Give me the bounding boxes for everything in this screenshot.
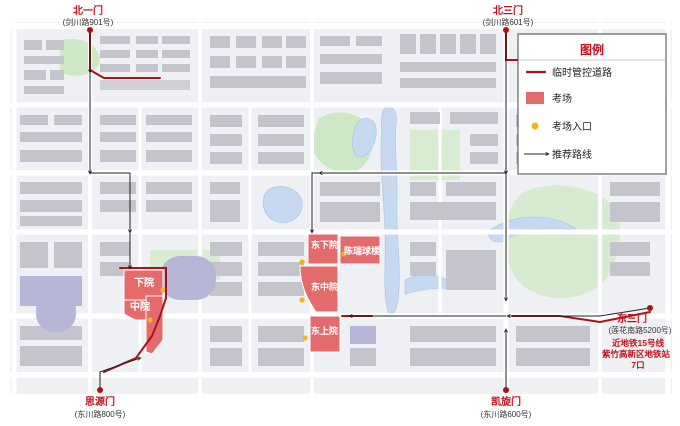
legend-item-control-road: 临时管控道路 <box>552 66 612 79</box>
gate-markers <box>87 27 653 393</box>
exam-label-chenruiqiu: 陈瑞球楼 <box>344 245 380 256</box>
exam-label-dongshangyuan: 东上院 <box>311 325 338 336</box>
gate-kaixuan-address: (东川路600号) <box>481 409 532 419</box>
gate-north3-address: (剑川路601号) <box>483 17 534 27</box>
exam-labels: 下院 中院 东下院 东中院 东上院 陈瑞球楼 <box>130 239 380 336</box>
buildings <box>20 34 660 366</box>
gate-north1-address: (剑川路901号) <box>63 17 114 27</box>
gate-north1-name: 北一门 <box>73 4 103 17</box>
metro-note-line2: 紫竹高新区地铁站 <box>602 349 671 359</box>
recommended-routes <box>90 30 651 390</box>
metro-note: 近地铁15号线 紫竹高新区地铁站 7口 <box>602 338 671 370</box>
gate-labels: 北一门 (剑川路901号) 北三门 (剑川路601号) 东三门 (莲花南路520… <box>63 4 672 419</box>
gate-siyuan-name: 思源门 <box>85 395 115 408</box>
exam-label-zhongyuan: 中院 <box>130 300 150 313</box>
exam-entrances <box>147 251 347 341</box>
legend: 图例 临时管控道路 考场 考场入口 推荐路线 <box>517 33 667 175</box>
gate-east3-address: (莲花南路5200号) <box>608 325 671 335</box>
legend-item-exam-site: 考场 <box>552 92 572 105</box>
legend-item-recommended-route: 推荐路线 <box>552 148 592 161</box>
exam-label-xiayuan: 下院 <box>134 276 154 289</box>
legend-exam-site-symbol <box>526 92 544 104</box>
gate-east3-name: 东三门 <box>617 312 647 325</box>
exam-label-dongzhongyuan: 东中院 <box>311 281 338 292</box>
metro-note-line1: 近地铁15号线 <box>612 338 664 348</box>
gate-north3-name: 北三门 <box>493 4 523 17</box>
water-bodies <box>262 106 581 315</box>
exam-site-chenruiqiu <box>339 235 381 265</box>
legend-title: 图例 <box>580 42 604 57</box>
exam-site-dongshangyuan <box>309 315 341 353</box>
exam-label-dongxiayuan: 东下院 <box>311 239 338 250</box>
gate-kaixuan-name: 凯旋门 <box>491 395 521 408</box>
legend-item-exam-entrance: 考场入口 <box>552 120 592 133</box>
metro-note-line3: 7口 <box>631 360 644 370</box>
exam-site-dongzhongyuan <box>299 265 339 313</box>
gate-siyuan-address: (东川路800号) <box>75 409 126 419</box>
legend-entrance-symbol <box>531 122 539 130</box>
exam-sites <box>123 233 381 355</box>
exam-site-dongxiayuan <box>307 233 339 265</box>
